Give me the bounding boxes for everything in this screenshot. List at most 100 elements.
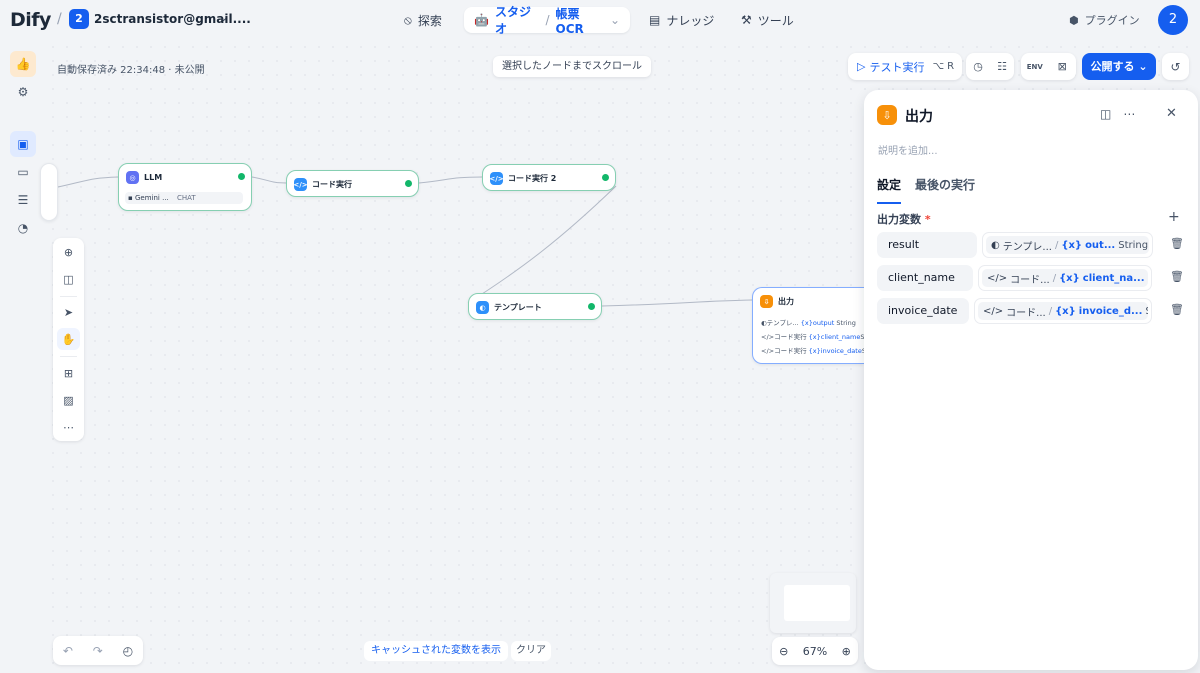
export-image-icon[interactable]: ▨ bbox=[63, 393, 74, 407]
pointer-icon[interactable]: ➤ bbox=[63, 305, 74, 319]
redo-icon[interactable]: ↷ bbox=[92, 643, 103, 658]
output-variables-label: 出力変数 * bbox=[877, 213, 931, 226]
minimap-viewport bbox=[784, 585, 850, 621]
clear-button[interactable]: クリア bbox=[511, 641, 551, 661]
llm-model-name: Gemini ... bbox=[134, 194, 169, 202]
list-check-icon[interactable]: ☷ bbox=[997, 60, 1007, 73]
top-bar: Dify / 2 2sctransistor@gmail.... ⌄ ⦸ 探索 … bbox=[0, 0, 1200, 40]
scroll-to-node-button[interactable]: 選択したノードまでスクロール bbox=[493, 56, 651, 77]
add-variable-icon[interactable]: + bbox=[1168, 209, 1180, 225]
env-icon[interactable]: ENV bbox=[1026, 62, 1043, 71]
code-node-1[interactable]: </> コード実行 bbox=[286, 170, 419, 197]
llm-icon: ◎ bbox=[126, 171, 139, 184]
play-icon: ▷ bbox=[857, 60, 866, 73]
nav-explore[interactable]: ⦸ 探索 bbox=[394, 7, 452, 33]
undo-icon[interactable]: ↶ bbox=[62, 643, 73, 658]
test-run-label: テスト実行 bbox=[869, 60, 925, 74]
show-cached-vars-button[interactable]: キャッシュされた変数を表示 bbox=[364, 641, 508, 661]
code-node-1-header: </> コード実行 bbox=[293, 178, 352, 191]
nav-knowledge-label: ナレッジ bbox=[666, 13, 715, 28]
code-icon: </> bbox=[293, 178, 308, 191]
variable-name-input[interactable]: invoice_date bbox=[877, 298, 969, 324]
panel-tabs: 設定 最後の実行 bbox=[877, 176, 975, 204]
terminal-icon[interactable]: ▭ bbox=[17, 165, 29, 179]
variable-icon[interactable]: ⊠ bbox=[1057, 60, 1067, 73]
output-node-row: </>コード実行 {x}client_nameStr bbox=[761, 333, 870, 341]
nav-tools[interactable]: ⚒ ツール bbox=[731, 7, 804, 33]
template-node-header: ◐ テンプレート bbox=[476, 301, 542, 314]
nav-studio[interactable]: 🤖 スタジオ / 帳票OCR ⌄ bbox=[464, 5, 630, 36]
history-icon[interactable]: ↺ bbox=[1162, 53, 1189, 80]
version-history-icon[interactable]: ◴ bbox=[122, 643, 134, 658]
trash-icon[interactable]: 🗑 bbox=[1170, 237, 1184, 250]
add-note-icon[interactable]: ◫ bbox=[63, 272, 74, 286]
llm-mode-tag: CHAT bbox=[177, 194, 196, 202]
code-icon: </> bbox=[983, 305, 1004, 317]
workspace-name[interactable]: 2sctransistor@gmail.... bbox=[94, 12, 251, 26]
cube-icon: ⬢ bbox=[1069, 13, 1079, 27]
output-node[interactable]: ⇩ 出力 ◐テンプレ... {x}output String </>コード実行 … bbox=[752, 287, 870, 364]
output-node-row: </>コード実行 {x}invoice_dateSt bbox=[761, 347, 869, 355]
llm-node-header: ◎ LLM bbox=[126, 171, 162, 184]
success-status-icon bbox=[588, 303, 595, 310]
env-group: ENV ⊠ bbox=[1021, 53, 1076, 80]
nav-separator: / bbox=[545, 13, 550, 27]
publish-label: 公開する bbox=[1090, 60, 1135, 73]
zoom-level[interactable]: 67% bbox=[802, 644, 828, 658]
variable-selector[interactable]: </>コード... /{x}invoice_d... String bbox=[974, 298, 1152, 324]
variable-selector[interactable]: ◐テンプレ... /{x}out... String bbox=[982, 232, 1153, 258]
output-node-row: ◐テンプレ... {x}output String bbox=[761, 319, 856, 327]
tool-divider bbox=[60, 296, 77, 297]
app-icon-thumbs-up[interactable]: 👍 bbox=[10, 51, 36, 77]
plugin-button[interactable]: ⬢ プラグイン bbox=[1069, 12, 1140, 28]
close-icon[interactable]: ✕ bbox=[1166, 106, 1177, 121]
dify-logo[interactable]: Dify bbox=[10, 9, 51, 31]
code-node-1-title: コード実行 bbox=[312, 180, 352, 189]
output-icon: ⇩ bbox=[877, 105, 897, 125]
variable-name-input[interactable]: client_name bbox=[877, 265, 973, 291]
test-run-button[interactable]: ▷ テスト実行 ⌥ R bbox=[848, 53, 962, 80]
plugin-label: プラグイン bbox=[1084, 14, 1140, 27]
success-status-icon bbox=[405, 180, 412, 187]
code-node-2[interactable]: </> コード実行 2 bbox=[482, 164, 616, 191]
trash-icon[interactable]: 🗑 bbox=[1170, 270, 1184, 283]
minimap[interactable] bbox=[770, 573, 856, 633]
tab-last-run[interactable]: 最後の実行 bbox=[915, 178, 976, 192]
tool-divider bbox=[60, 356, 77, 357]
llm-node[interactable]: ◎ LLM ▪ Gemini ... CHAT bbox=[118, 163, 252, 211]
monitor-icon[interactable]: ◔ bbox=[17, 221, 29, 235]
chevron-down-icon[interactable]: ⌄ bbox=[609, 13, 620, 27]
settings-sliders-icon[interactable]: ⚙ bbox=[17, 85, 29, 99]
publish-button[interactable]: 公開する ⌄ bbox=[1082, 53, 1156, 80]
more-icon[interactable]: ⋯ bbox=[1123, 107, 1136, 121]
zoom-out-icon[interactable]: ⊖ bbox=[779, 644, 789, 658]
variable-name-input[interactable]: result bbox=[877, 232, 977, 258]
variable-selector[interactable]: </>コード... /{x}client_na... String bbox=[978, 265, 1152, 291]
add-node-icon[interactable]: ⊕ bbox=[63, 245, 74, 259]
more-icon[interactable]: ⋯ bbox=[63, 420, 74, 434]
chevron-down-icon: ⌄ bbox=[1138, 60, 1148, 73]
logs-icon[interactable]: ☰ bbox=[17, 193, 29, 207]
split-view-icon[interactable]: ◫ bbox=[1100, 107, 1112, 121]
description-input[interactable]: 説明を追加... bbox=[878, 146, 938, 157]
trash-icon[interactable]: 🗑 bbox=[1170, 303, 1184, 316]
orchestrate-icon[interactable]: ▣ bbox=[10, 131, 36, 157]
code-icon: </> bbox=[489, 172, 504, 185]
zoom-in-icon[interactable]: ⊕ bbox=[841, 644, 851, 658]
nav-explore-label: 探索 bbox=[417, 13, 442, 28]
checklist-icon[interactable]: ◷ bbox=[973, 60, 983, 73]
avatar[interactable]: 2 bbox=[1158, 5, 1188, 35]
chevron-down-icon[interactable]: ⌄ bbox=[219, 11, 229, 24]
organize-icon[interactable]: ⊞ bbox=[63, 366, 74, 380]
hammer-icon: ⚒ bbox=[741, 13, 752, 27]
nav-knowledge[interactable]: ▤ ナレッジ bbox=[639, 7, 724, 33]
nav-app-name[interactable]: 帳票OCR bbox=[555, 6, 584, 36]
hand-icon[interactable]: ✋ bbox=[57, 328, 80, 350]
template-icon: ◐ bbox=[476, 301, 489, 314]
start-node-partial[interactable] bbox=[40, 163, 58, 221]
tab-settings[interactable]: 設定 bbox=[877, 176, 902, 204]
template-node[interactable]: ◐ テンプレート bbox=[468, 293, 602, 320]
nav-tools-label: ツール bbox=[757, 13, 794, 28]
nav-studio-label: スタジオ bbox=[494, 5, 531, 36]
workspace-badge[interactable]: 2 bbox=[69, 9, 89, 29]
